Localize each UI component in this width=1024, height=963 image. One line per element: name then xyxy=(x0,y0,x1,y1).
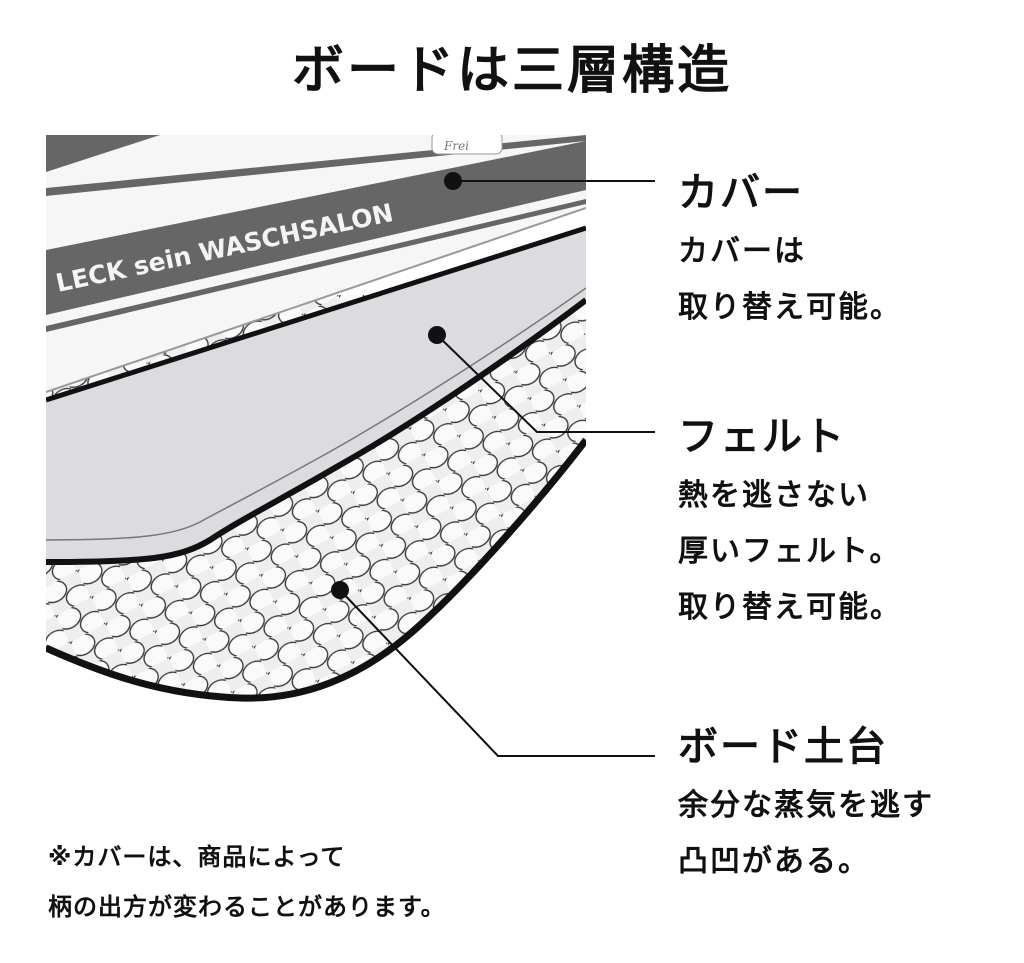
page-title: ボードは三層構造 xyxy=(291,41,732,101)
felt-inner-line xyxy=(46,287,586,541)
felt-layer xyxy=(46,228,586,562)
footnote: ※カバーは、商品によって 柄の出方が変わることがあります。 xyxy=(48,832,446,932)
felt-description: 熱を逃さない 厚いフェルト。 取り替え可能。 xyxy=(678,468,902,636)
cover-leader-dot xyxy=(444,172,462,190)
cover-stripe-top xyxy=(46,135,160,172)
cover-description-line: 取り替え可能。 xyxy=(678,290,902,325)
cover-stripe-low xyxy=(46,199,586,332)
footnote-line: 柄の出方が変わることがあります。 xyxy=(48,893,446,921)
felt-outline-top xyxy=(46,225,586,403)
cover-description-line: カバーは xyxy=(678,234,806,269)
felt-outline-bottom xyxy=(46,297,586,565)
felt-leader-dot xyxy=(428,326,446,344)
cover-corner-badge xyxy=(431,135,503,155)
cover-corner-text: Frei xyxy=(443,139,469,153)
board-label: ボード土台 xyxy=(678,724,888,770)
felt-description-line: 熱を逃さない xyxy=(678,478,870,513)
footnote-line: ※カバーは、商品によって xyxy=(48,843,346,871)
felt-label: フェルト xyxy=(678,414,846,460)
board-description-line: 余分な蒸気を逃す xyxy=(678,788,934,823)
felt-description-line: 厚いフェルト。 xyxy=(678,534,902,569)
felt-leader-line xyxy=(436,334,655,433)
board-leader-dot xyxy=(331,581,349,599)
cover-description: カバーは 取り替え可能。 xyxy=(678,224,902,336)
felt-description-line: 取り替え可能。 xyxy=(678,590,902,625)
board-description-line: 凸凹がある。 xyxy=(678,844,870,879)
cover-outline xyxy=(46,207,586,393)
board-outline xyxy=(46,437,586,702)
cover-label: カバー xyxy=(678,170,804,216)
leader-lines xyxy=(331,172,655,757)
board-description: 余分な蒸気を逃す 凸凹がある。 xyxy=(678,778,934,890)
board-leader-line xyxy=(339,589,655,757)
